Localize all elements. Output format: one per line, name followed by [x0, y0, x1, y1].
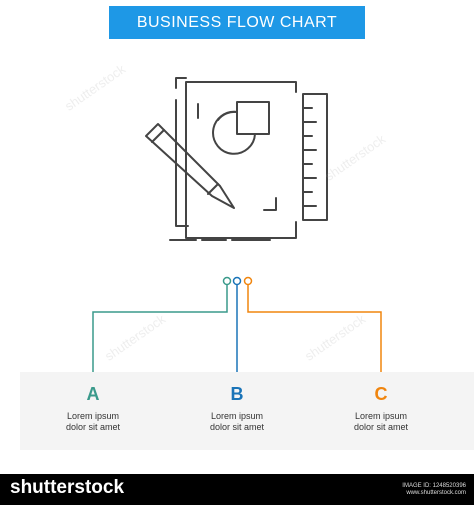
step-a: A Lorem ipsum dolor sit amet: [24, 372, 162, 450]
step-a-line1: Lorem ipsum: [66, 411, 120, 421]
connector-dot-a: [222, 276, 232, 286]
footer-bar: shutterstock IMAGE ID: 1248520396 www.sh…: [0, 474, 474, 505]
step-b-letter: B: [230, 384, 244, 404]
image-id: IMAGE ID: 1248520396: [402, 483, 466, 489]
step-c-line1: Lorem ipsum: [354, 411, 408, 421]
step-b-line1: Lorem ipsum: [210, 411, 264, 421]
connector-line-c: [247, 285, 382, 372]
step-c-text: Lorem ipsum dolor sit amet: [312, 411, 450, 433]
brand-logo: shutterstock: [10, 477, 125, 498]
connector-line-a: [92, 285, 228, 372]
image-meta: IMAGE ID: 1248520396 www.shutterstock.co…: [402, 483, 466, 497]
design-document-icon: [145, 77, 328, 241]
steps-band: [20, 372, 474, 450]
title-text: BUSINESS FLOW CHART: [136, 13, 338, 31]
step-c-letter: C: [374, 384, 388, 404]
connector-dot-c: [243, 276, 253, 286]
site-url: www.shutterstock.com: [406, 490, 466, 496]
step-b-line2: dolor sit amet: [209, 422, 265, 432]
step-c-line2: dolor sit amet: [353, 422, 409, 432]
step-a-letter: A: [86, 384, 100, 404]
connector-dot-b: [232, 276, 242, 286]
title-banner: BUSINESS FLOW CHART: [109, 6, 365, 39]
step-a-line2: dolor sit amet: [65, 422, 121, 432]
step-b-text: Lorem ipsum dolor sit amet: [168, 411, 306, 433]
step-c: C Lorem ipsum dolor sit amet: [312, 372, 450, 450]
connector-lines: [92, 276, 382, 372]
diagram-canvas: [92, 77, 382, 372]
step-a-text: Lorem ipsum dolor sit amet: [24, 411, 162, 433]
step-b: B Lorem ipsum dolor sit amet: [168, 372, 306, 450]
